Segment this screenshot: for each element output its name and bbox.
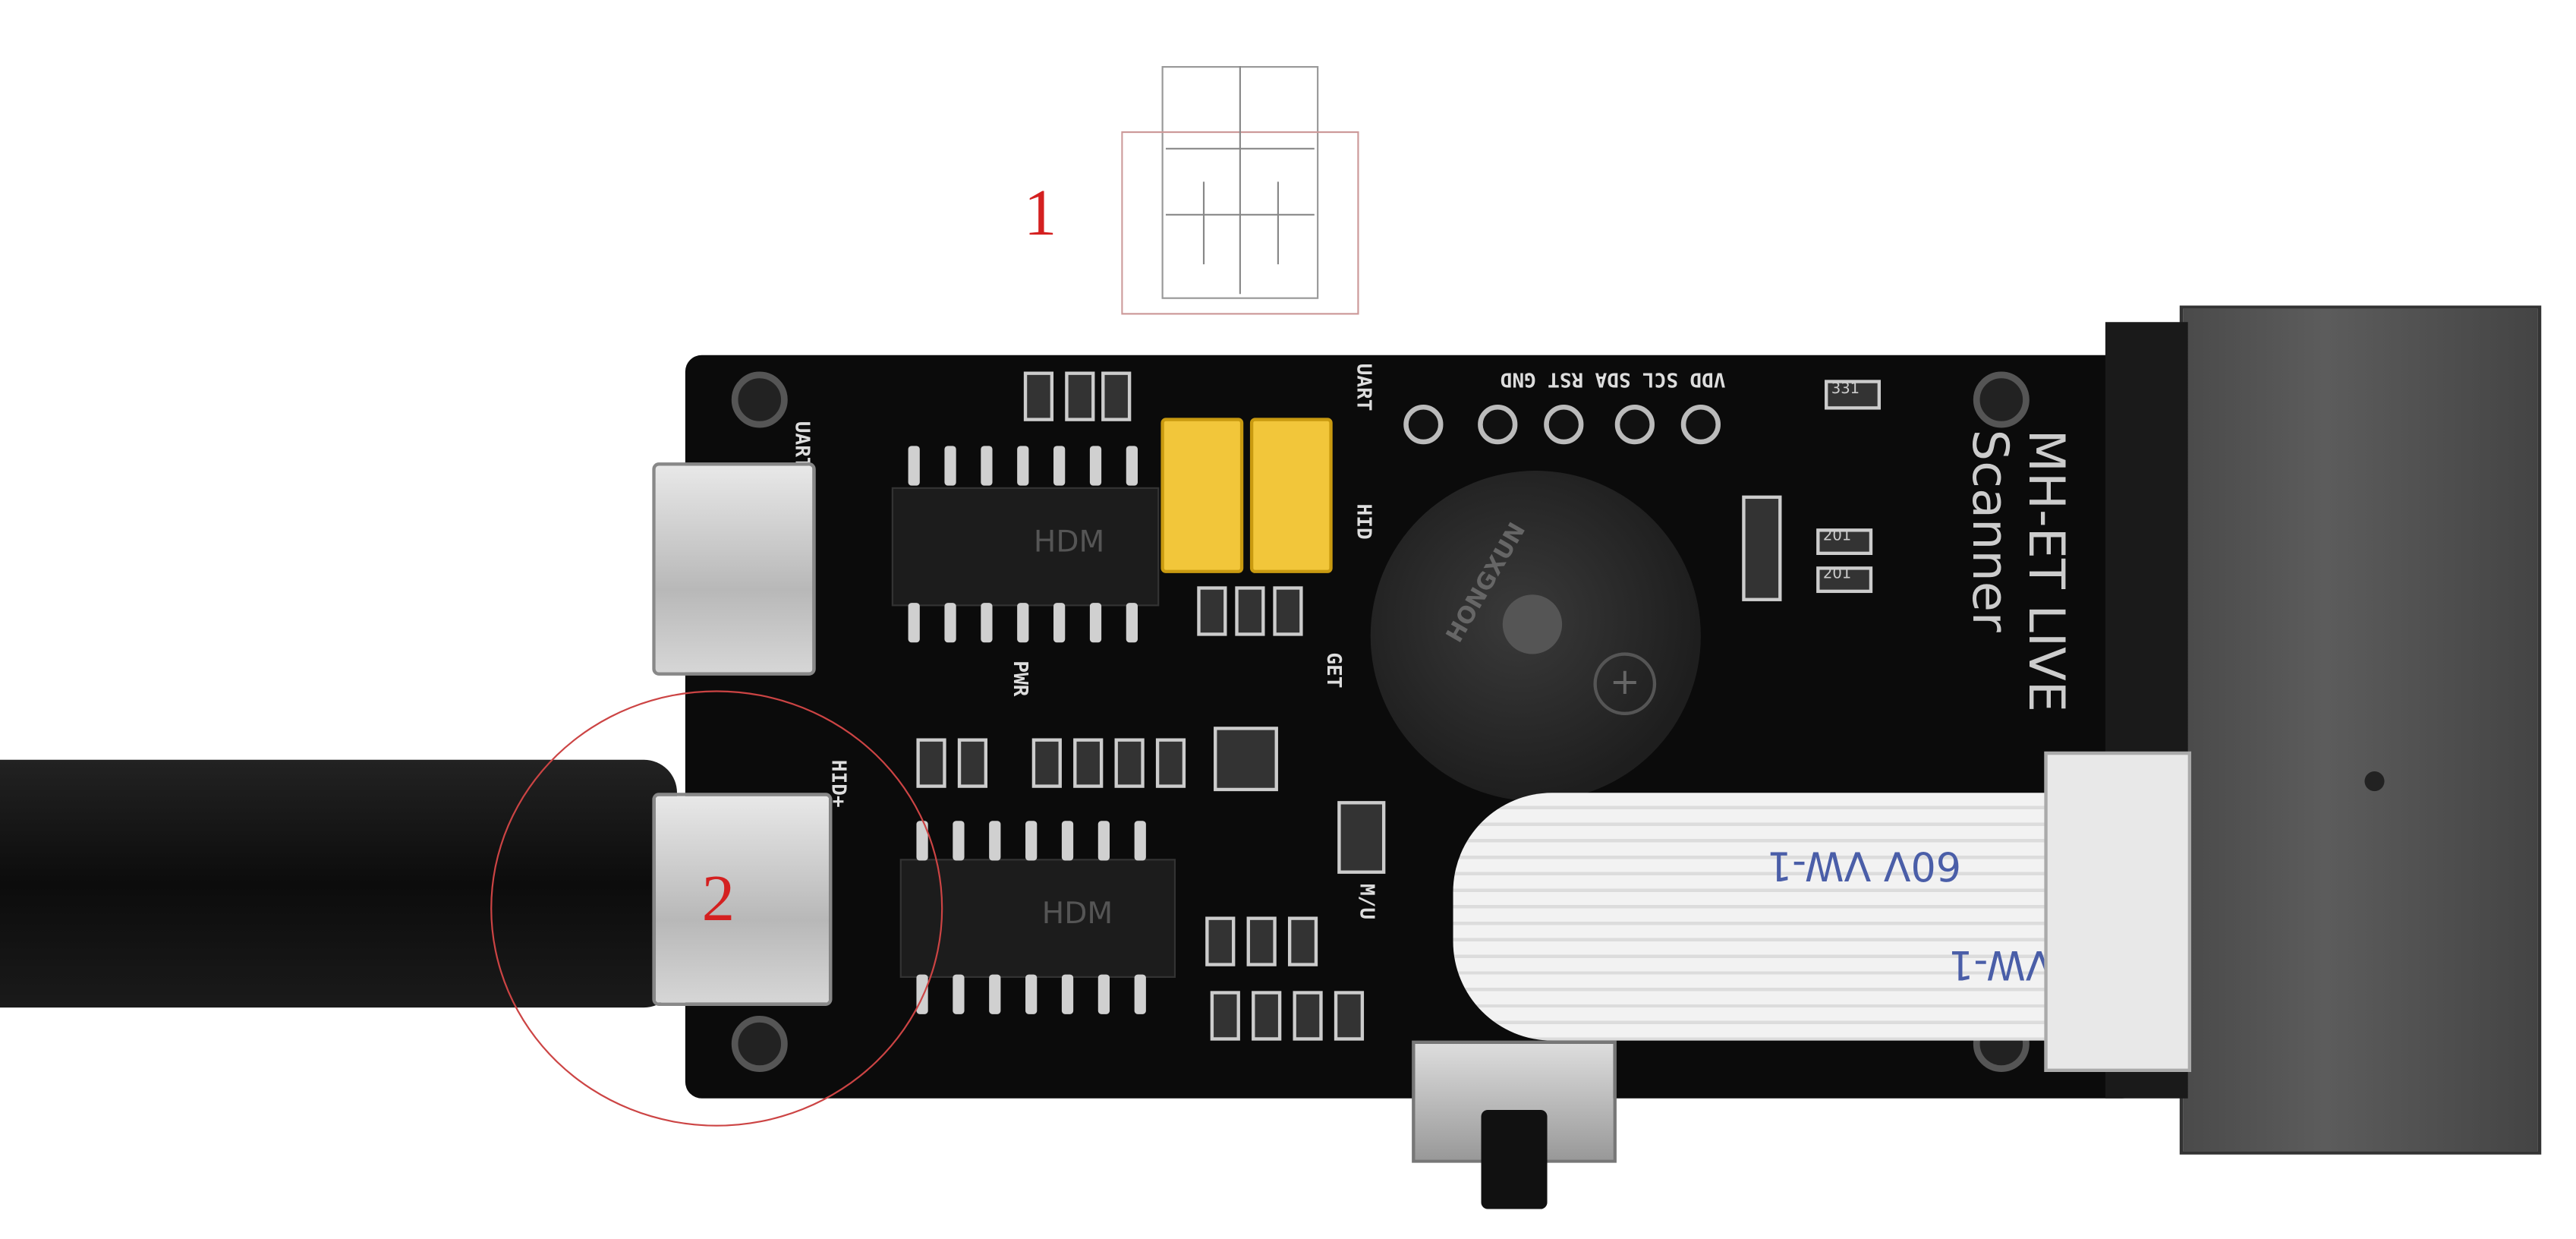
plus-icon: + bbox=[1593, 652, 1657, 716]
get-label: GET bbox=[1322, 652, 1346, 689]
buzzer-hole bbox=[1502, 594, 1563, 654]
mu-label: M/U bbox=[1356, 883, 1379, 920]
resistor-code: 331 bbox=[1831, 381, 1860, 399]
ribbon-cable: 60V VW-1 VW-1 bbox=[1453, 793, 2098, 1041]
header-pin-label: SDA bbox=[1595, 368, 1631, 392]
header-pin-gnd bbox=[1403, 405, 1444, 445]
scanner-module bbox=[2179, 305, 2542, 1155]
annotation-circle-2 bbox=[490, 690, 943, 1127]
jumper-diagram bbox=[1121, 66, 1360, 317]
board-title: MH-ET LIVE Scanner bbox=[1960, 429, 2074, 712]
pwr-label: PWR bbox=[1009, 660, 1032, 697]
mounting-hole bbox=[1973, 371, 2030, 428]
resistor-code: 201 bbox=[1822, 528, 1852, 545]
ic-chip: HDM bbox=[899, 859, 1176, 978]
header-labels: VDD SCL SDA RST GND bbox=[1395, 368, 1726, 392]
ribbon-text: VW-1 bbox=[1948, 941, 2053, 988]
header-pin-vdd bbox=[1680, 405, 1721, 445]
mode-jumper-1[interactable] bbox=[1160, 418, 1244, 573]
chip-marking: HDM bbox=[1041, 897, 1113, 932]
ic-chip: HDM bbox=[891, 487, 1160, 607]
usb-port-uart[interactable] bbox=[652, 462, 816, 676]
header-pin-scl bbox=[1614, 405, 1655, 445]
resistor-code: 201 bbox=[1822, 566, 1852, 583]
scanner-hole bbox=[2364, 771, 2385, 792]
hid-mode-label: HID bbox=[1352, 503, 1376, 540]
board-title-line1: MH-ET LIVE bbox=[2016, 429, 2074, 712]
header-pin-sda bbox=[1544, 405, 1584, 445]
annotation-label-1: 1 bbox=[1023, 175, 1057, 250]
jumper-diagram-lines bbox=[1121, 66, 1359, 315]
header-pin-label: GND bbox=[1500, 368, 1536, 392]
board-title-line2: Scanner bbox=[1960, 429, 2018, 632]
header-pin-rst bbox=[1478, 405, 1518, 445]
mounting-hole bbox=[731, 371, 788, 428]
header-pin-label: SCL bbox=[1642, 368, 1679, 392]
mode-jumper-2[interactable] bbox=[1249, 418, 1333, 573]
trigger-button[interactable] bbox=[1412, 1040, 1617, 1209]
ribbon-connector bbox=[2044, 751, 2192, 1072]
annotation-label-2: 2 bbox=[701, 860, 735, 935]
header-pin-label: RST bbox=[1548, 368, 1584, 392]
button-plunger[interactable] bbox=[1481, 1110, 1548, 1209]
buzzer: HONGXUN + bbox=[1370, 471, 1701, 802]
chip-marking: HDM bbox=[1033, 525, 1105, 560]
header-pin-label: VDD bbox=[1690, 368, 1726, 392]
ribbon-text: 60V VW-1 bbox=[1766, 842, 1961, 889]
uart-mode-label: UART bbox=[1352, 363, 1376, 411]
